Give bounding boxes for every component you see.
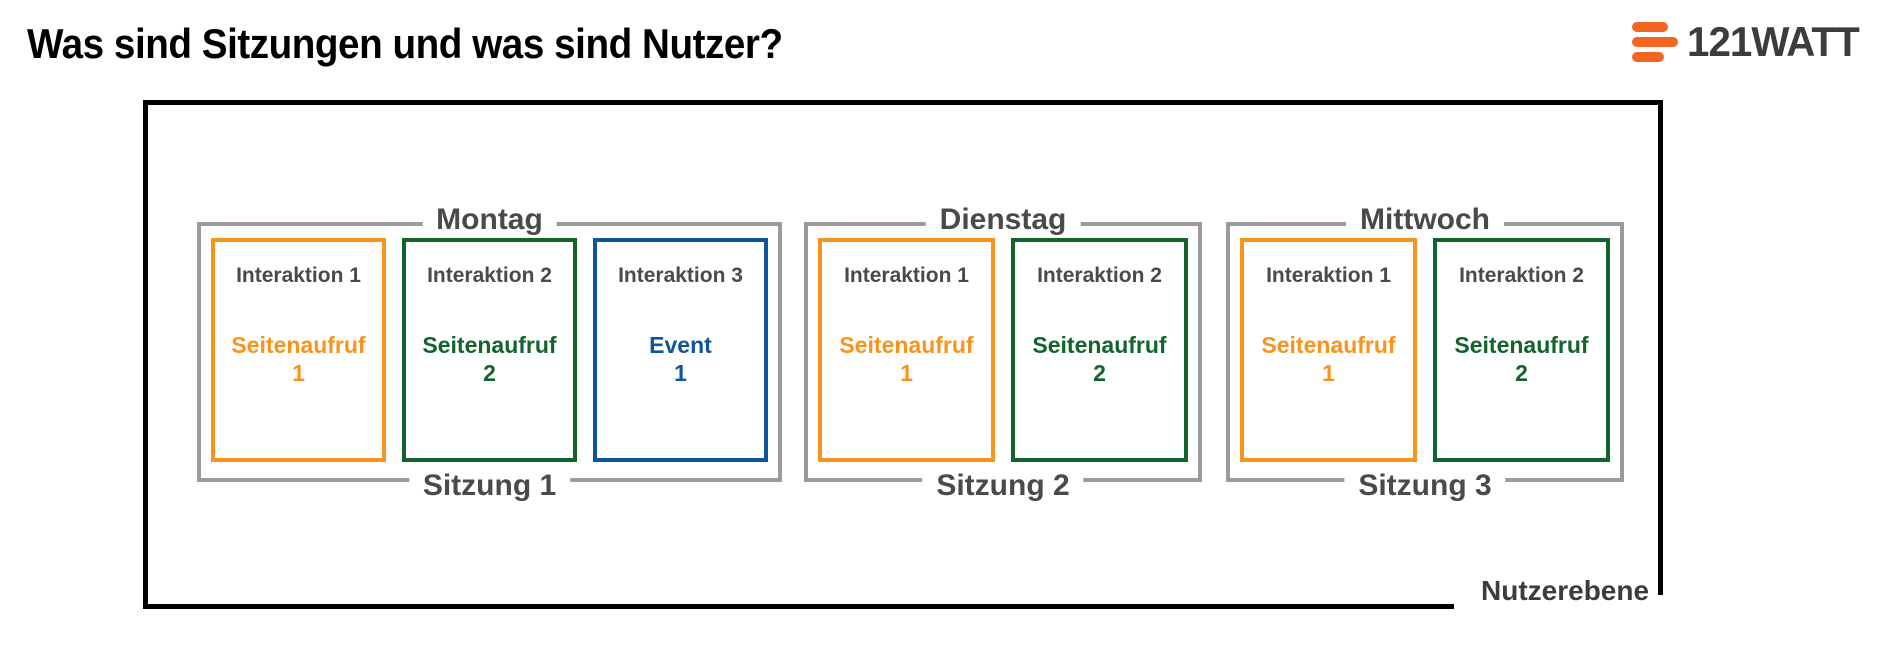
interaction-title: Interaktion 3 (618, 264, 743, 287)
interaction-value-line2: 1 (1322, 360, 1335, 387)
interaction-value-line1: Seitenaufruf (1032, 332, 1167, 359)
interaction-value-line2: 1 (900, 360, 913, 387)
brand-logo: 121WATT (1632, 16, 1866, 68)
logo-bar-top (1632, 22, 1669, 32)
interaction-title: Interaktion 2 (1459, 264, 1584, 287)
day-label: Mittwoch (1346, 205, 1504, 235)
page-title: Was sind Sitzungen und was sind Nutzer? (27, 20, 783, 67)
interaction-value-line1: Seitenaufruf (422, 332, 557, 359)
user-level-border-left (143, 100, 148, 609)
session-label: Sitzung 1 (408, 471, 571, 501)
logo-bar-bottom (1632, 52, 1665, 62)
user-level-border-top (143, 100, 1663, 105)
interaction-title: Interaktion 2 (427, 264, 552, 287)
interaction-value-line2: 2 (483, 360, 496, 387)
logo-bar-middle (1632, 37, 1679, 47)
slide-header: Was sind Sitzungen und was sind Nutzer? … (0, 0, 1886, 92)
interaction-title: Interaktion 1 (844, 264, 969, 287)
interaction-title: Interaktion 1 (1266, 264, 1391, 287)
session-label: Sitzung 3 (1344, 471, 1506, 501)
user-level-border-right (1658, 100, 1663, 595)
interaction-value-line2: 2 (1093, 360, 1106, 387)
interaction-value-line1: Seitenaufruf (1454, 332, 1589, 359)
interaction-value-line1: Seitenaufruf (231, 332, 366, 359)
interaction-title: Interaktion 2 (1037, 264, 1162, 287)
interaction-value-line1: Event (649, 332, 712, 359)
interaction-title: Interaktion 1 (236, 264, 361, 287)
interaction-value-line1: Seitenaufruf (1261, 332, 1396, 359)
logo-wordmark: 121WATT (1687, 18, 1860, 65)
interaction-value-line2: 2 (1515, 360, 1528, 387)
day-label: Dienstag (925, 205, 1081, 235)
interaction-value-line2: 1 (292, 360, 305, 387)
day-label: Montag (422, 205, 557, 235)
user-level-border-bottom (143, 604, 1454, 609)
user-level-label: Nutzerebene (1481, 575, 1650, 606)
interaction-value-line2: 1 (674, 360, 687, 387)
logo-bars-icon (1632, 20, 1679, 64)
interaction-value-line1: Seitenaufruf (839, 332, 974, 359)
session-label: Sitzung 2 (922, 471, 1084, 501)
